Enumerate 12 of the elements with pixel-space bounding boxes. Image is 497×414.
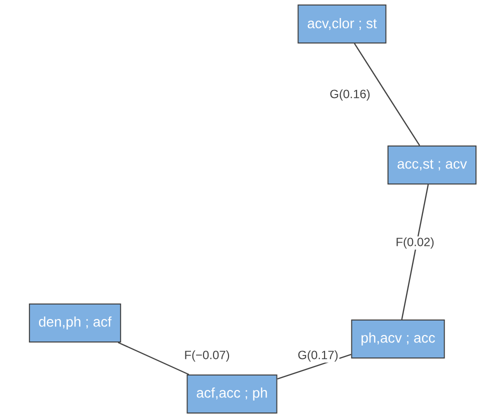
connector-line bbox=[401, 184, 429, 320]
node-box: acc,st ; acv bbox=[388, 146, 476, 184]
node-box: ph,acv ; acc bbox=[351, 319, 445, 358]
connector-line bbox=[118, 342, 190, 376]
node-box: acv,clor ; st bbox=[298, 4, 386, 44]
connector-line bbox=[354, 43, 420, 146]
edge-label: G(0.16) bbox=[328, 88, 372, 102]
edge-label: F(0.02) bbox=[394, 236, 436, 250]
node-box: acf,acc ; ph bbox=[186, 374, 278, 414]
edge-label: F(−0.07) bbox=[183, 349, 231, 363]
node-box: den,ph ; acf bbox=[28, 303, 122, 342]
edge-label: G(0.17) bbox=[296, 349, 340, 363]
